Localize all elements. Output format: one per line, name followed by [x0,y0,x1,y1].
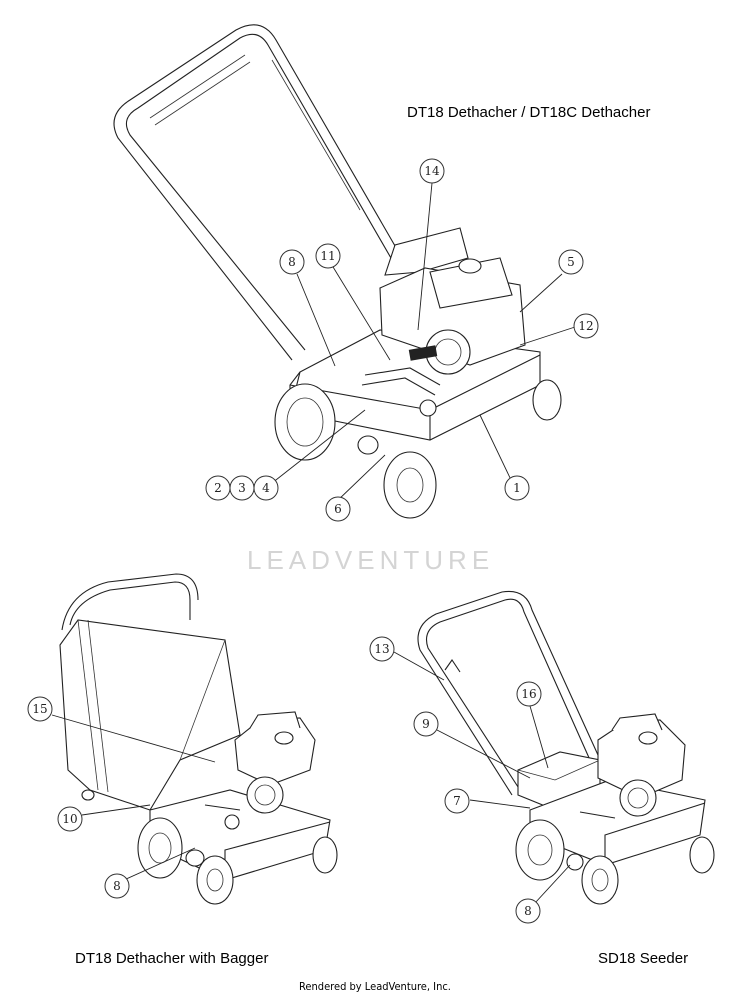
callout-9: 9 [413,711,439,737]
callout-8-top: 8 [279,249,305,275]
callout-14-label: 14 [424,164,440,178]
callout-5-label: 5 [567,255,575,269]
watermark: LEADVENTURE [247,545,495,575]
callout-16: 16 [516,681,542,707]
callout-8-top-label: 8 [288,255,296,269]
title-dethacher: DT18 Dethacher / DT18C Dethacher [407,104,651,121]
callout-1-label: 1 [513,481,521,495]
callout-13: 13 [369,636,395,662]
callout-5: 5 [558,249,584,275]
callout-7: 7 [444,788,470,814]
dethacher-with-bagger-machine [59,573,338,905]
callout-6: 6 [325,496,351,522]
callout-3: 3 [229,475,255,501]
callout-8-right-label: 8 [524,904,532,918]
callout-6-label: 6 [334,502,342,516]
callout-9-label: 9 [422,717,430,731]
leader-lines [51,182,576,904]
seeder-machine [417,590,715,905]
title-seeder: SD18 Seeder [598,950,689,967]
callout-1: 1 [504,475,530,501]
callout-2: 2 [205,475,231,501]
callout-8-left: 8 [104,873,130,899]
callout-12: 12 [573,313,599,339]
callout-11: 11 [315,243,341,269]
callout-10-label: 10 [62,812,77,826]
callout-7-label: 7 [453,794,461,808]
callout-4-label: 4 [262,481,270,495]
callout-16-label: 16 [521,687,536,701]
callout-15-label: 15 [32,702,47,716]
callout-11-label: 11 [320,249,335,263]
callout-2-label: 2 [214,481,222,495]
footer-credit: Rendered by LeadVenture, Inc. [299,980,451,993]
callout-3-label: 3 [238,481,246,495]
title-dethacher-with-bagger: DT18 Dethacher with Bagger [75,950,269,967]
callout-8-right: 8 [515,898,541,924]
callout-14: 14 [419,158,445,184]
callout-4: 4 [253,475,279,501]
callout-10: 10 [57,806,83,832]
callout-13-label: 13 [374,642,389,656]
callout-15: 15 [27,696,53,722]
dethacher-machine [113,24,562,519]
callout-12-label: 12 [578,319,593,333]
callout-8-left-label: 8 [113,879,121,893]
